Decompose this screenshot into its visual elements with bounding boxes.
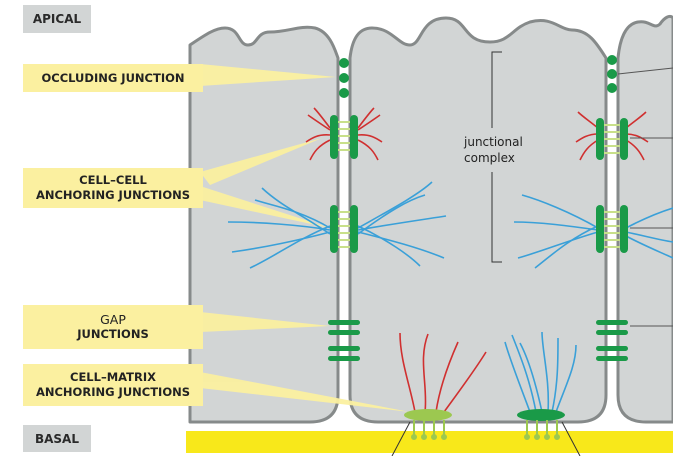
junction-column-left	[227, 58, 447, 361]
wedge-cell-matrix	[200, 372, 410, 412]
tight-junction-dot	[339, 88, 349, 98]
wedge-occluding	[200, 64, 336, 86]
wedge-cell-cell-2	[200, 186, 330, 228]
adherens-junction-left	[305, 107, 383, 161]
cell-matrix-line1: CELL–MATRIX	[70, 370, 156, 384]
adherens-junction-right	[575, 111, 649, 161]
apical-region-label: APICAL	[23, 5, 91, 33]
cell-cell-anchoring-label: CELL–CELL ANCHORING JUNCTIONS	[23, 168, 203, 208]
tight-junction-dot	[607, 83, 617, 93]
wedge-cell-cell-1	[200, 138, 322, 185]
cell-matrix-anchoring-label: CELL–MATRIX ANCHORING JUNCTIONS	[23, 364, 203, 406]
junctional-complex-label: junctional complex	[462, 132, 525, 168]
hemidesmosome	[504, 331, 581, 456]
tight-junction-dot	[607, 55, 617, 65]
gap-line1: GAP	[100, 312, 126, 327]
gap-junctions-label: GAP JUNCTIONS	[23, 305, 203, 349]
junctional-complex-bracket	[491, 51, 502, 263]
tight-junction-dot	[339, 73, 349, 83]
desmosome-left	[227, 181, 447, 269]
callout-wedges	[200, 64, 410, 412]
cell-cell-line1: CELL–CELL	[79, 173, 147, 187]
basal-lamina	[186, 431, 673, 453]
cell-matrix-line2: ANCHORING JUNCTIONS	[35, 385, 191, 399]
cell-middle	[348, 16, 608, 424]
focal-adhesion	[391, 332, 487, 456]
occluding-junction-text: OCCLUDING JUNCTION	[41, 70, 185, 85]
occluding-junction-label: OCCLUDING JUNCTION	[23, 64, 203, 92]
junctional-complex-line1: junctional	[464, 135, 523, 149]
tight-junction-dot	[607, 69, 617, 79]
junctional-complex-line2: complex	[464, 151, 515, 165]
basal-region-label: BASAL	[23, 425, 91, 452]
gap-junction-left	[328, 320, 360, 361]
gap-line2: JUNCTIONS	[77, 327, 149, 341]
junction-column-right	[513, 55, 673, 361]
tight-junction-dot	[339, 58, 349, 68]
gap-junction-right	[596, 320, 628, 361]
leader-lines-right	[617, 67, 673, 327]
desmosome-right	[513, 194, 673, 269]
wedge-gap	[200, 312, 330, 332]
cell-cell-line2: ANCHORING JUNCTIONS	[35, 188, 191, 202]
